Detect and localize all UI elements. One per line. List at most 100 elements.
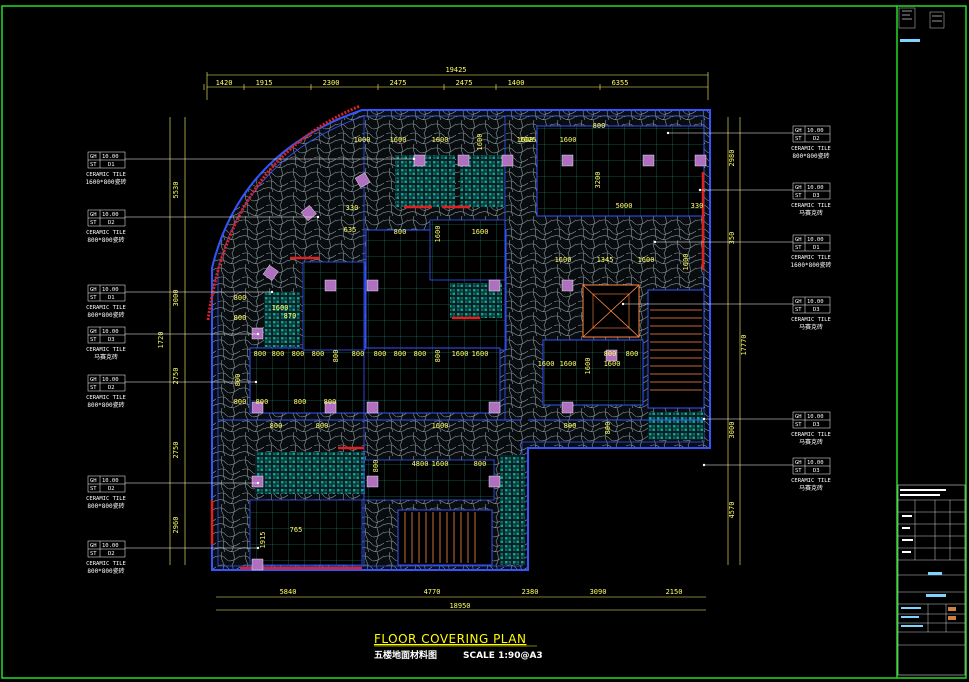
inner-dim-2: 1600 [432, 136, 449, 144]
tile-room-ne [536, 125, 705, 217]
inner-dim-9: 5000 [616, 202, 633, 210]
tag-material: CERAMIC TILE [791, 203, 831, 209]
tag-code1: GH [795, 185, 802, 191]
tag-note: 800*800瓷砖 [87, 236, 124, 244]
inner-dim-7: 800 [593, 122, 606, 130]
tag-value2: D3 [813, 193, 820, 199]
tag-value1: 10.00 [807, 237, 824, 243]
inner-dim-10: 330 [691, 202, 704, 210]
leader-dot [412, 157, 416, 161]
tag-note: 1600*800瓷砖 [791, 261, 832, 269]
inner-dim-44: 800 [234, 398, 247, 406]
dim-top-2: 2300 [323, 79, 340, 87]
dim-top-overall: 19425 [445, 66, 466, 74]
inner-dim-42: 800 [234, 314, 247, 322]
inner-dim-12: 800 [394, 228, 407, 236]
inner-dim-18: 1600 [682, 254, 690, 271]
tag-code2: ST [90, 295, 97, 301]
inner-dim-48: 800 [372, 460, 380, 473]
tag-note: 马赛克砖 [799, 484, 823, 492]
tag-value1: 10.00 [102, 212, 119, 218]
inner-dim-4: 1600 [517, 136, 534, 144]
leader-dot [702, 463, 706, 467]
inner-dim-49: 4800 [412, 460, 429, 468]
leader-dot [316, 215, 320, 219]
tag-material: CERAMIC TILE [86, 172, 126, 178]
inner-dim-11: 330 [346, 204, 359, 212]
inner-dim-51: 800 [474, 460, 487, 468]
sheet-border [1, 5, 967, 679]
tag-value1: 10.00 [807, 185, 824, 191]
inner-dim-43: 800 [234, 374, 242, 387]
tag-material: CERAMIC TILE [791, 432, 831, 438]
tag-code2: ST [795, 422, 802, 428]
tag-value2: D3 [813, 422, 820, 428]
tag-code2: ST [90, 551, 97, 557]
inner-dim-53: 1915 [259, 532, 267, 549]
inner-dim-20: 800 [316, 422, 329, 430]
inner-dim-32: 800 [414, 350, 427, 358]
leader-dot [702, 417, 706, 421]
tag-note: 马赛克砖 [94, 353, 118, 361]
tag-value2: D2 [108, 486, 115, 492]
tag-value2: D2 [108, 551, 115, 557]
tag-code2: ST [90, 337, 97, 343]
tag-code1: GH [90, 377, 97, 383]
dim-bottom-1: 4770 [424, 588, 441, 596]
tag-material: CERAMIC TILE [86, 496, 126, 502]
leader-dot [256, 546, 260, 550]
tag-value1: 10.00 [807, 460, 824, 466]
dim-top-3: 2475 [390, 79, 407, 87]
dim-left-0: 5530 [172, 182, 180, 199]
dim-top-6: 6355 [612, 79, 629, 87]
inner-dim-40: 800 [626, 350, 639, 358]
tag-code2: ST [90, 162, 97, 168]
dim-bottom-0: 5840 [280, 588, 297, 596]
tag-material: CERAMIC TILE [791, 255, 831, 261]
inner-dim-26: 800 [292, 350, 305, 358]
dim-left-5: 2960 [172, 517, 180, 534]
tag-value1: 10.00 [102, 478, 119, 484]
inner-dim-57: 800 [604, 350, 617, 358]
inner-dim-22: 800 [564, 422, 577, 430]
inner-dim-41: 800 [234, 294, 247, 302]
tag-material: CERAMIC TILE [86, 395, 126, 401]
curved-red-wall [206, 104, 361, 321]
tag-note: 马赛克砖 [799, 209, 823, 217]
inner-dim-0: 1000 [354, 136, 371, 144]
tag-value1: 10.00 [807, 414, 824, 420]
inner-dim-17: 1600 [638, 256, 655, 264]
tag-value1: 10.00 [102, 377, 119, 383]
tag-value1: 10.00 [102, 154, 119, 160]
tag-value1: 10.00 [102, 287, 119, 293]
tag-value2: D3 [813, 468, 820, 474]
tag-value1: 10.00 [102, 543, 119, 549]
inner-dim-37: 1600 [560, 360, 577, 368]
title-block-header [898, 7, 945, 42]
inner-dim-50: 1600 [432, 460, 449, 468]
inner-dim-15: 1600 [555, 256, 572, 264]
inner-dim-14: 1600 [472, 228, 489, 236]
tag-code1: GH [90, 478, 97, 484]
tag-code1: GH [90, 212, 97, 218]
tag-value2: D1 [813, 245, 820, 251]
dim-left-3: 2750 [172, 368, 180, 385]
inner-dim-39: 1600 [604, 360, 621, 368]
tag-code1: GH [90, 543, 97, 549]
inner-dim-56: 870 [284, 312, 297, 320]
inner-dim-38: 1600 [584, 358, 592, 375]
inner-dim-33: 800 [434, 350, 442, 363]
tag-code2: ST [90, 486, 97, 492]
inner-dim-52: 765 [290, 526, 303, 534]
inner-dim-24: 800 [254, 350, 267, 358]
dim-right-4: 3000 [728, 422, 736, 439]
tag-material: CERAMIC TILE [86, 230, 126, 236]
inner-dim-16: 1345 [597, 256, 614, 264]
